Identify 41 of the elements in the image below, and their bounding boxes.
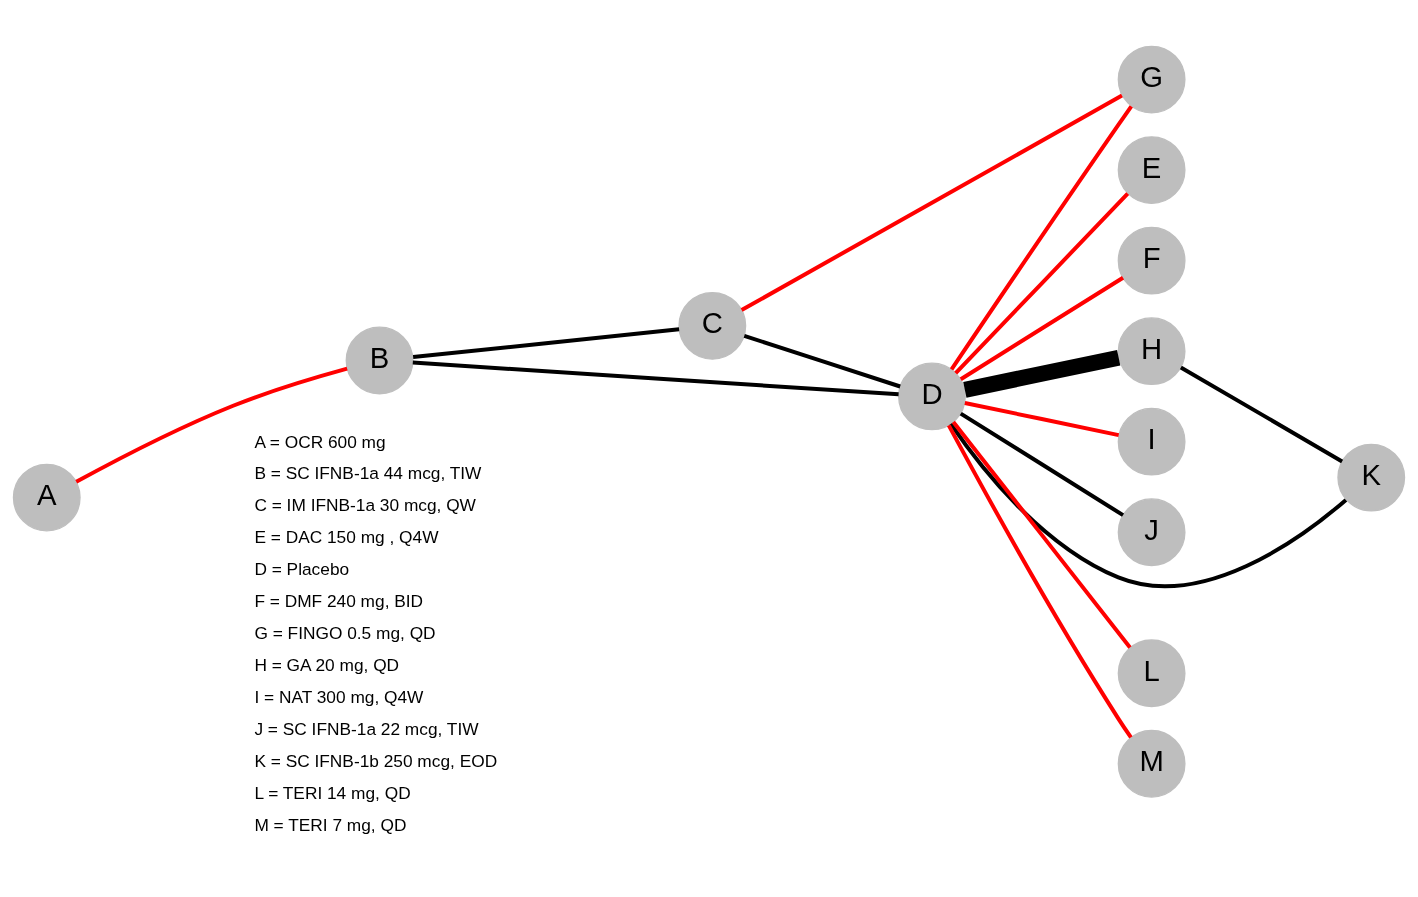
node-circle: M [1117, 729, 1186, 798]
label: M = TERI 7 mg, QD [254, 814, 407, 835]
connector [947, 423, 1133, 738]
connector [740, 93, 1123, 312]
label: F = DMF 240 mg, BID [254, 590, 424, 611]
node-circle: B [345, 326, 414, 394]
node-circle: C [678, 291, 747, 360]
node-circle: L [1117, 638, 1186, 707]
label: C = IM IFNB-1a 30 mcg, QW [254, 494, 476, 515]
connector [75, 366, 348, 484]
node-circle: I [1117, 407, 1186, 476]
node-circle: K [1337, 443, 1406, 512]
connector [949, 422, 1348, 588]
label: B = SC IFNB-1a 44 mcg, TIW [254, 462, 482, 483]
connector [963, 349, 1121, 398]
label: D = Placebo [254, 558, 350, 579]
connector [1179, 365, 1344, 463]
label: J = SC IFNB-1a 22 mcg, TIW [254, 718, 479, 739]
connector [954, 191, 1130, 374]
connector [412, 360, 899, 396]
connector [964, 400, 1120, 437]
node-circle: A [12, 463, 81, 532]
node-circle: G [1117, 45, 1186, 114]
label: I = NAT 300 mg, Q4W [254, 686, 424, 707]
connector [959, 411, 1125, 517]
node-circle: D [898, 361, 966, 430]
label: H = GA 20 mg, QD [254, 654, 400, 675]
label: A = OCR 600 mg [254, 431, 386, 452]
connector [743, 333, 901, 388]
connector [949, 104, 1133, 370]
node-circle: J [1117, 497, 1186, 566]
label: L = TERI 14 mg, QD [254, 782, 411, 803]
connector [412, 326, 680, 359]
connector [951, 420, 1132, 649]
node-circle: E [1117, 135, 1186, 204]
label: E = DAC 150 mg , Q4W [254, 526, 439, 547]
node-circle: F [1117, 226, 1186, 295]
connector [959, 275, 1125, 381]
label: K = SC IFNB-1b 250 mcg, EOD [254, 750, 498, 771]
node-circle: H [1117, 316, 1186, 385]
label: G = FINGO 0.5 mg, QD [254, 622, 436, 643]
